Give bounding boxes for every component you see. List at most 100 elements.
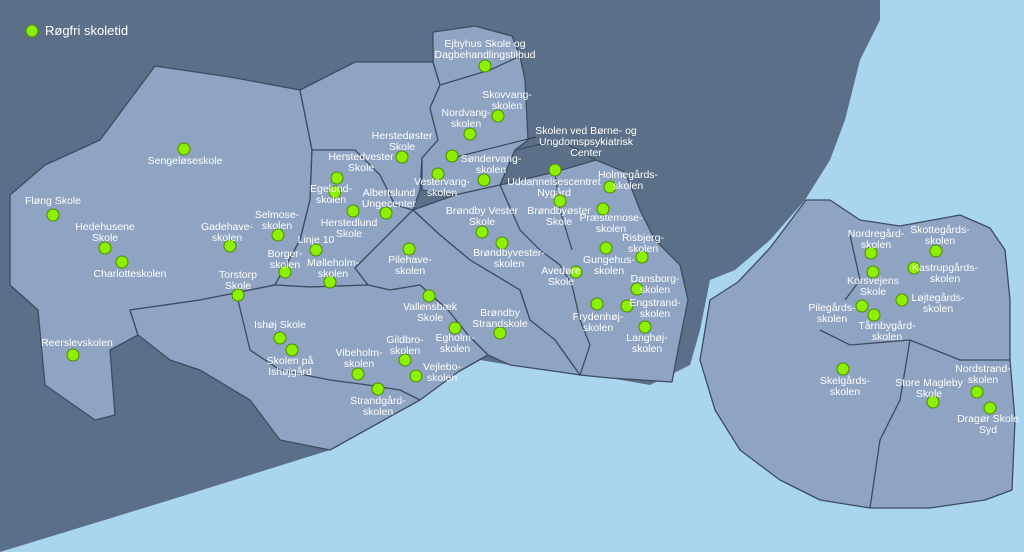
school-marker[interactable] [630, 282, 644, 296]
school-skovvangskolen[interactable]: Skovvang-skolen [482, 89, 532, 123]
school-nordregardskolen[interactable]: Nordregård-skolen [848, 228, 905, 260]
school-pilegardsskolen[interactable]: Pilegårds-skolen [808, 299, 869, 325]
school-marker[interactable] [271, 228, 285, 242]
school-marker[interactable] [493, 326, 507, 340]
school-dansborgskolen[interactable]: Dansborg-skolen [630, 273, 680, 296]
school-marker[interactable] [635, 250, 649, 264]
school-marker[interactable] [330, 171, 344, 185]
school-marker[interactable] [409, 369, 423, 383]
school-marker[interactable] [115, 255, 129, 269]
school-marker[interactable] [448, 321, 462, 335]
school-brondbyvesterskolen[interactable]: Brøndbyvester-skolen [473, 236, 545, 270]
school-gungehusskolen[interactable]: Gungehus-skolen [583, 241, 635, 277]
school-strandgardskolen[interactable]: Strandgård-skolen [350, 382, 406, 418]
school-marker[interactable] [477, 173, 491, 187]
school-marker[interactable] [351, 367, 365, 381]
school-marker[interactable] [46, 208, 60, 222]
school-marker[interactable] [177, 142, 191, 156]
school-sondervangskolen[interactable]: Søndervang-skolen [461, 153, 522, 187]
school-molleholmskolen[interactable]: Mølleholm-skolen [307, 257, 359, 289]
school-marker[interactable] [970, 385, 984, 399]
school-marker[interactable] [867, 308, 881, 322]
school-marker[interactable] [431, 167, 445, 181]
school-marker[interactable] [231, 288, 245, 302]
school-kastrupgardsskolen[interactable]: Kastrupgårds-skolen [907, 261, 978, 285]
school-marker[interactable] [638, 320, 652, 334]
school-marker[interactable] [599, 241, 613, 255]
school-marker[interactable] [855, 299, 869, 313]
school-engstrandskolen[interactable]: Engstrand-skolen [620, 297, 681, 320]
school-praestemoseskolen[interactable]: Præstemose-skolen [579, 202, 643, 235]
school-reerslevskolen[interactable]: Reerslevskolen [41, 337, 113, 362]
school-frydenhojskolen[interactable]: Frydenhøj-skolen [573, 297, 624, 334]
school-marker[interactable] [895, 293, 909, 307]
school-linje-10[interactable]: Linje 10 [298, 234, 335, 257]
school-marker[interactable] [422, 289, 436, 303]
school-marker[interactable] [98, 241, 112, 255]
school-egelundskolen[interactable]: Egelund-skolen [310, 183, 353, 206]
school-marker[interactable] [864, 246, 878, 260]
school-marker[interactable] [223, 239, 237, 253]
school-egholmskolen[interactable]: Egholm-skolen [435, 321, 475, 355]
school-nordvangskolen[interactable]: Nordvang-skolen [441, 107, 491, 141]
school-marker[interactable] [475, 225, 489, 239]
school-holmegardsskolen[interactable]: Holmegårds-skolen [598, 169, 659, 194]
school-vestervangskolen[interactable]: Vestervang-skolen [414, 167, 471, 199]
school-marker[interactable] [323, 275, 337, 289]
school-ishoj-skole[interactable]: Ishøj Skole [254, 319, 306, 345]
school-vibeholmskolen[interactable]: Vibeholm-skolen [335, 347, 383, 381]
school-marker[interactable] [371, 382, 385, 396]
school-vejleboskolen[interactable]: Vejlebo-skolen [409, 361, 461, 384]
school-marker[interactable] [620, 299, 634, 313]
school-marker[interactable] [866, 265, 880, 279]
school-marker[interactable] [445, 149, 459, 163]
school-gildbroskolen[interactable]: Gildbro-skolen [386, 334, 424, 367]
school-nordstrandskolen[interactable]: Nordstrand-skolen [955, 363, 1011, 399]
school-gadehaveskolen[interactable]: Gadehave-skolen [201, 221, 253, 253]
school-marker[interactable] [548, 163, 562, 177]
school-marker[interactable] [596, 202, 610, 216]
school-marker[interactable] [569, 265, 583, 279]
school-marker[interactable] [395, 150, 409, 164]
school-skottegardsskolen[interactable]: Skottegårds-skolen [910, 224, 970, 258]
school-marker[interactable] [66, 348, 80, 362]
school-marker[interactable] [929, 244, 943, 258]
school-marker[interactable] [836, 362, 850, 376]
school-tarnbygardskolen[interactable]: Tårnbygård-skolen [858, 308, 916, 343]
school-marker[interactable] [603, 180, 617, 194]
school-marker[interactable] [379, 206, 393, 220]
school-selmoseskolen[interactable]: Selmose-skolen [255, 209, 300, 242]
school-marker[interactable] [278, 265, 292, 279]
school-langhojskolen[interactable]: Langhøj-skolen [626, 320, 668, 355]
school-marker[interactable] [907, 261, 921, 275]
school-marker[interactable] [309, 243, 323, 257]
school-marker[interactable] [402, 242, 416, 256]
school-skelgardsskolen[interactable]: Skelgårds-skolen [820, 362, 871, 398]
school-marker[interactable] [590, 297, 604, 311]
school-marker[interactable] [328, 185, 342, 199]
school-marker[interactable] [491, 109, 505, 123]
school-marker[interactable] [495, 236, 509, 250]
school-pilehaveskolen[interactable]: Pilehave-skolen [388, 242, 432, 277]
school-marker[interactable] [926, 395, 940, 409]
school-borgerskolen[interactable]: Borger-skolen [267, 248, 303, 279]
school-marker[interactable] [553, 194, 567, 208]
